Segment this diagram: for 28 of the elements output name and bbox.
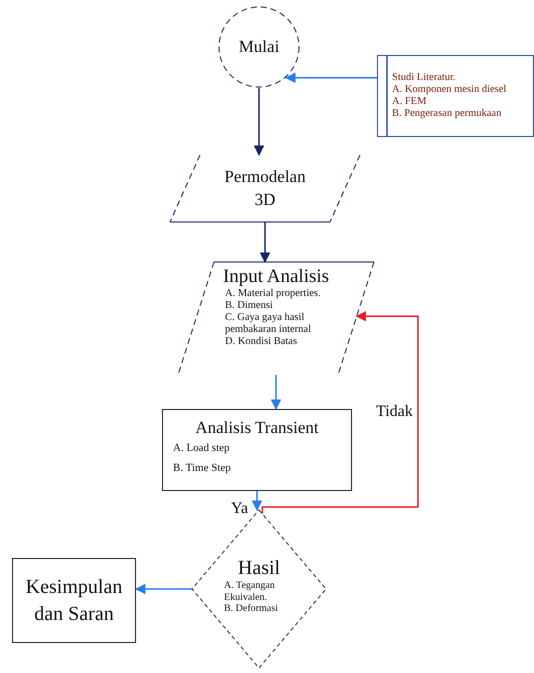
arrow	[285, 72, 377, 84]
arrow	[262, 311, 419, 514]
node-text: Kesimpulan dan Saran	[24, 574, 124, 626]
list-item: A. Tegangan Ekuivalen.	[224, 580, 276, 604]
node-heading: Hasil	[238, 557, 280, 580]
process-box	[162, 409, 352, 491]
list-item: B. Time Step	[173, 462, 231, 475]
arrow	[254, 88, 264, 156]
note-box	[377, 55, 534, 137]
list-item: C. Gaya gaya hasil pembakaran internal	[225, 312, 312, 336]
list-item: B. Dimensi	[225, 300, 274, 312]
list-item: A. FEM	[392, 96, 426, 108]
process-box	[12, 558, 136, 643]
list-item: D. Kondisi Batas	[225, 336, 298, 348]
arrow	[270, 375, 282, 410]
arrow	[134, 584, 192, 594]
note-heading: Studi Literatur.	[392, 72, 456, 84]
node-heading: Input Analisis	[222, 266, 330, 288]
list-item: A. Load step	[173, 442, 230, 454]
arrow	[260, 222, 270, 264]
node-heading: Analisis Transient	[195, 418, 319, 438]
node-text: Permodelan 3D	[223, 166, 307, 210]
list-item: B. Deformasi	[224, 603, 279, 615]
list-item: A. Material properties.	[225, 288, 322, 300]
node-text: Mulai	[238, 37, 280, 57]
list-item: A. Komponen mesin diesel	[392, 84, 506, 96]
list-item: B. Pengerasan permukaan	[392, 108, 502, 120]
arrow	[252, 491, 262, 512]
